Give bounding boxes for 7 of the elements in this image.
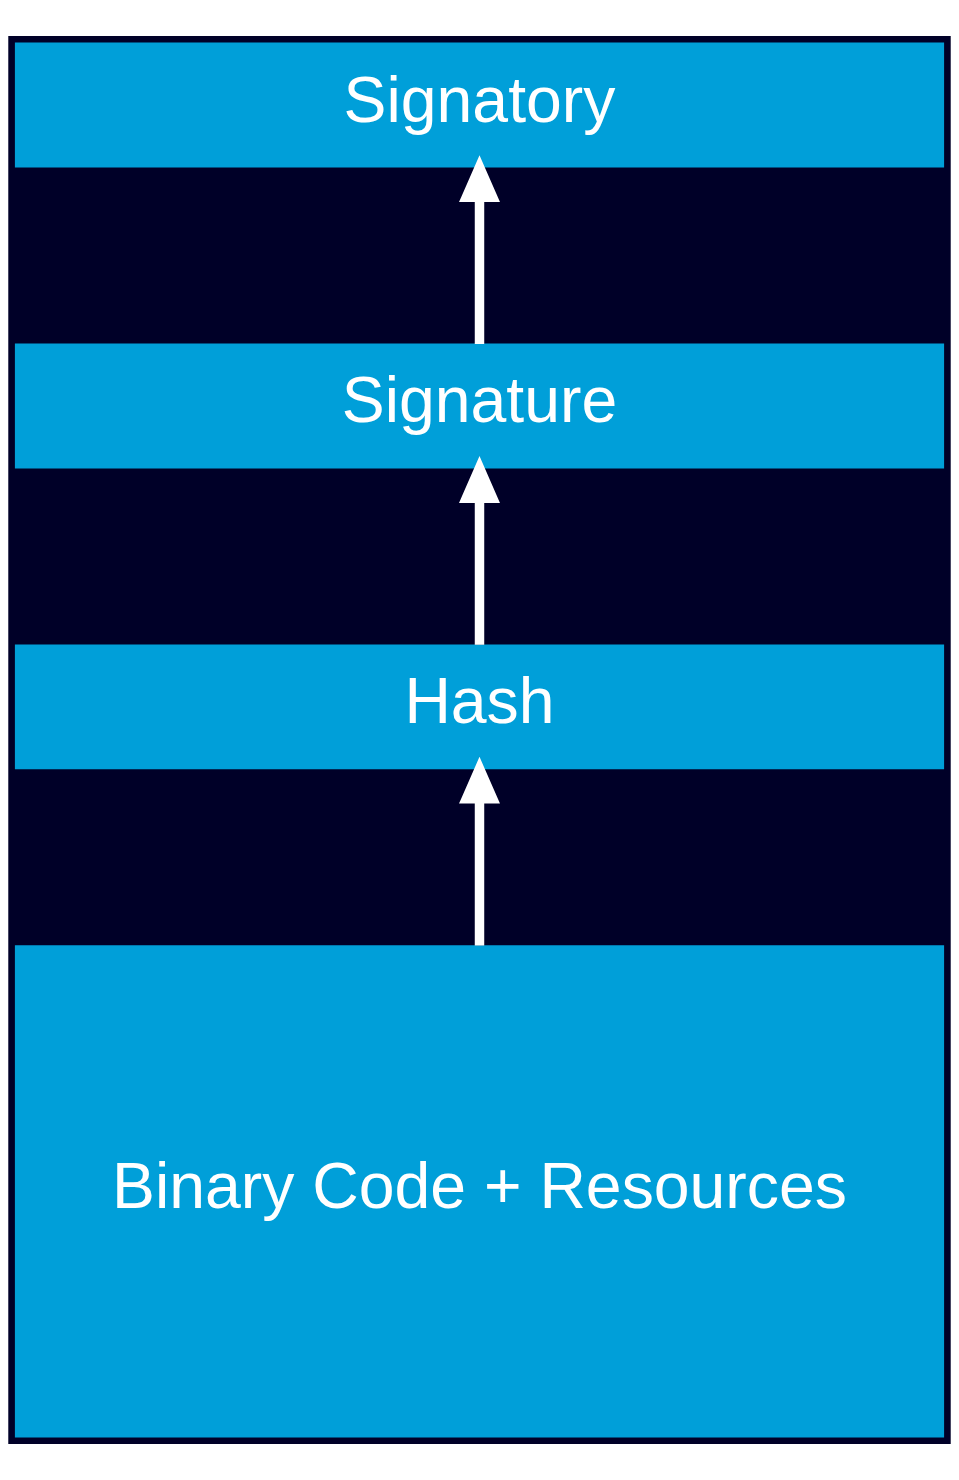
arrow — [459, 155, 500, 344]
arrow — [459, 456, 500, 645]
node-box: Hash — [14, 644, 945, 770]
arrow — [459, 756, 500, 946]
node-box: Signature — [14, 343, 945, 469]
node-box: Binary Code + Resources — [14, 945, 945, 1438]
node-box: Signatory — [14, 42, 945, 168]
